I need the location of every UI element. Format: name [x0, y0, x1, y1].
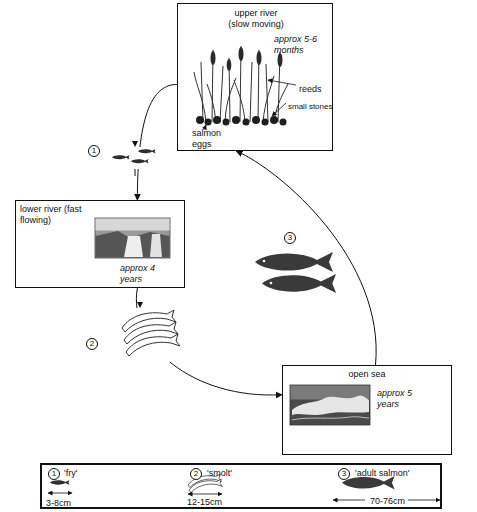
stone	[262, 119, 269, 126]
stones-and-eggs	[196, 116, 287, 126]
stage-name: 'smolt'	[207, 468, 232, 479]
habitat-box: upper river (slow moving) approx 5-6 mont…	[177, 3, 333, 151]
flow-arrowhead	[132, 141, 138, 147]
reed-leaf	[207, 84, 216, 122]
photo-frame	[290, 385, 370, 425]
reed-leaf	[234, 80, 245, 122]
callout-number: 3	[338, 468, 350, 480]
callout-number: 3	[284, 232, 296, 244]
reed-head	[227, 59, 232, 71]
size-label: 12-15cm	[187, 497, 222, 508]
stone	[205, 119, 212, 126]
box-heading: upper river (slow moving)	[223, 8, 289, 30]
size-arrow	[48, 493, 72, 494]
adult-salmon	[262, 274, 336, 293]
stone	[223, 119, 230, 126]
callout-number: 2	[190, 468, 202, 480]
sea-photo	[290, 385, 370, 425]
reed-head	[257, 51, 262, 65]
stone	[252, 116, 260, 124]
reed-stem	[220, 66, 223, 122]
legend-box: 1 'fry' 3-8cm 2 'smolt' 12-15cm 3 'adult salmon…	[40, 463, 442, 509]
photo-wave	[292, 395, 369, 415]
duration-note: approx 5 years	[377, 388, 427, 410]
fry-sample	[50, 480, 70, 485]
reed-leaf	[225, 78, 236, 122]
box-heading: lower river (fast flowing)	[20, 204, 88, 226]
duration-note: approx 5-6 months	[274, 34, 330, 56]
flow-arrowhead	[135, 169, 136, 176]
size-arrow	[333, 500, 365, 501]
reed-stem	[266, 64, 268, 122]
reed-head	[239, 47, 244, 61]
habitat-box: lower river (fast flowing) approx 4 years	[15, 200, 185, 288]
gap-mask	[108, 147, 160, 169]
size-arrow	[408, 500, 440, 501]
cycle-arrow	[137, 84, 177, 200]
flow-arrowhead	[137, 302, 143, 308]
stone	[270, 116, 278, 124]
smolt-fish	[126, 334, 180, 356]
leader-lines	[204, 80, 296, 130]
fry-fish	[138, 149, 156, 154]
stone	[213, 116, 221, 124]
stage-name: 'fry'	[64, 468, 77, 479]
photo-wave	[292, 417, 369, 420]
photo-rocks	[96, 231, 170, 258]
callout-number: 1	[48, 468, 60, 480]
size-label: 70-76cm	[370, 496, 405, 507]
reed-head	[211, 51, 216, 65]
callout-number: 2	[86, 338, 98, 350]
callout-number: 1	[88, 145, 100, 157]
stage-name: 'adult salmon'	[355, 468, 409, 479]
part-label: salmon eggs	[192, 128, 232, 150]
adult-sample	[342, 476, 395, 490]
fish-eye	[263, 260, 266, 263]
photo-frame	[95, 218, 170, 258]
fry-fish	[112, 155, 130, 160]
photo-waterfall	[150, 234, 162, 257]
reeds-drawing	[194, 46, 288, 122]
cycle-arrow	[236, 151, 376, 365]
leader-line	[268, 80, 296, 85]
stone	[232, 116, 240, 124]
stone	[280, 119, 287, 126]
fish-eye	[270, 282, 273, 285]
reed-stem	[250, 62, 252, 122]
smolt-sample	[189, 479, 222, 493]
fry-fish	[131, 159, 149, 164]
photo-waterfall	[124, 236, 143, 257]
river-photo	[95, 218, 170, 258]
stone	[196, 116, 204, 124]
size-arrow	[188, 494, 222, 495]
photo-sky	[96, 219, 170, 231]
fry-group	[108, 141, 160, 176]
adult-salmon-group	[255, 252, 336, 293]
box-heading: open sea	[283, 369, 451, 380]
reed-leaf	[194, 72, 206, 122]
part-label: reeds	[299, 84, 322, 95]
leader-line	[272, 103, 286, 116]
reed-leaf	[263, 76, 274, 122]
reed-head	[278, 53, 283, 67]
reed-stem	[201, 62, 203, 122]
stone	[243, 119, 250, 126]
size-label: 3-8cm	[46, 498, 71, 509]
part-label: small stones	[288, 101, 332, 112]
reed-heads	[211, 47, 283, 71]
smolt-group	[118, 302, 182, 362]
habitat-box: open sea approx 5 years	[282, 365, 452, 455]
adult-salmon	[255, 252, 333, 272]
gap-mask	[118, 308, 182, 362]
duration-note: approx 4 years	[120, 263, 170, 285]
